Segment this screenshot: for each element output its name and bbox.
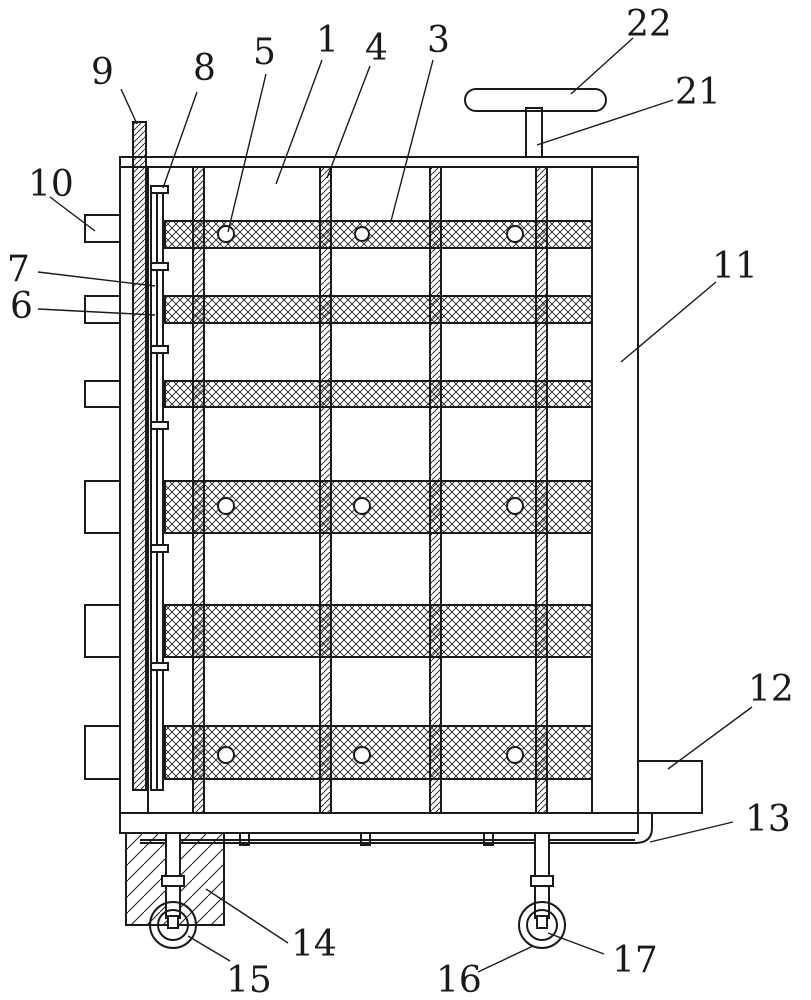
caster-wheel-inner	[526, 909, 558, 941]
hole	[506, 746, 524, 764]
label-13: 13	[745, 799, 791, 840]
shelf-5	[164, 604, 593, 658]
shelf-2	[164, 295, 593, 324]
hole	[354, 226, 370, 242]
leader-1	[275, 59, 323, 185]
leader-17	[547, 932, 605, 955]
label-1: 1	[316, 20, 339, 61]
label-14: 14	[291, 924, 337, 965]
hole	[217, 746, 235, 764]
outer-block	[84, 604, 121, 658]
leader-15	[187, 935, 231, 962]
caster-wheel	[518, 901, 566, 949]
caster-wheel	[149, 901, 197, 949]
leader-10	[49, 196, 96, 232]
label-15: 15	[226, 960, 272, 1000]
clip	[150, 185, 169, 194]
leader-13	[649, 821, 734, 843]
leader-16	[477, 945, 534, 973]
leader-3	[390, 59, 434, 222]
leader-9	[120, 88, 138, 125]
caster-stem	[165, 832, 181, 879]
hole	[353, 746, 371, 764]
leader-4	[326, 65, 371, 179]
caster-collar	[530, 875, 554, 887]
cable	[140, 813, 653, 844]
clip	[150, 544, 169, 553]
slide-plate	[132, 121, 147, 791]
label-5: 5	[253, 32, 276, 73]
caster-axle	[536, 915, 548, 929]
caster-wheel-inner	[157, 909, 189, 941]
label-8: 8	[193, 48, 216, 89]
hole	[506, 225, 524, 243]
cable-clip	[483, 832, 494, 846]
side-box	[637, 760, 703, 814]
label-9: 9	[91, 52, 114, 93]
label-21: 21	[675, 72, 721, 113]
label-12: 12	[748, 669, 794, 710]
cable-clip	[360, 832, 371, 846]
hole	[217, 225, 235, 243]
leader-7	[37, 271, 156, 287]
label-3: 3	[427, 20, 450, 61]
label-22: 22	[626, 4, 672, 45]
clip	[150, 421, 169, 430]
label-16: 16	[436, 960, 482, 1000]
label-6: 6	[10, 286, 33, 327]
leader-5	[227, 73, 267, 233]
leader-14	[205, 888, 289, 944]
outer-block	[84, 214, 121, 243]
caster-axle	[167, 915, 179, 929]
label-10: 10	[28, 164, 74, 205]
outer-block	[84, 480, 121, 534]
leader-6	[37, 308, 156, 316]
cable-clip	[239, 832, 250, 846]
base-plate	[119, 812, 639, 834]
label-17: 17	[612, 940, 658, 981]
shelf-3	[164, 380, 593, 408]
label-11: 11	[712, 246, 758, 287]
handle-post	[525, 107, 543, 158]
leader-21	[536, 99, 674, 146]
outer-block	[84, 380, 121, 408]
handle-grip	[464, 88, 607, 112]
leader-12	[667, 706, 753, 770]
caster-collar	[161, 875, 185, 887]
clip	[150, 662, 169, 671]
leader-22	[570, 37, 634, 95]
hole	[353, 497, 371, 515]
clip	[150, 262, 169, 271]
outer-block	[84, 725, 121, 780]
leader-8	[162, 91, 198, 189]
outer-block	[84, 295, 121, 324]
hole	[506, 497, 524, 515]
label-7: 7	[7, 249, 30, 290]
label-4: 4	[365, 28, 388, 69]
caster-stem	[534, 832, 550, 879]
clip	[150, 345, 169, 354]
hole	[217, 497, 235, 515]
leader-11	[620, 281, 717, 363]
